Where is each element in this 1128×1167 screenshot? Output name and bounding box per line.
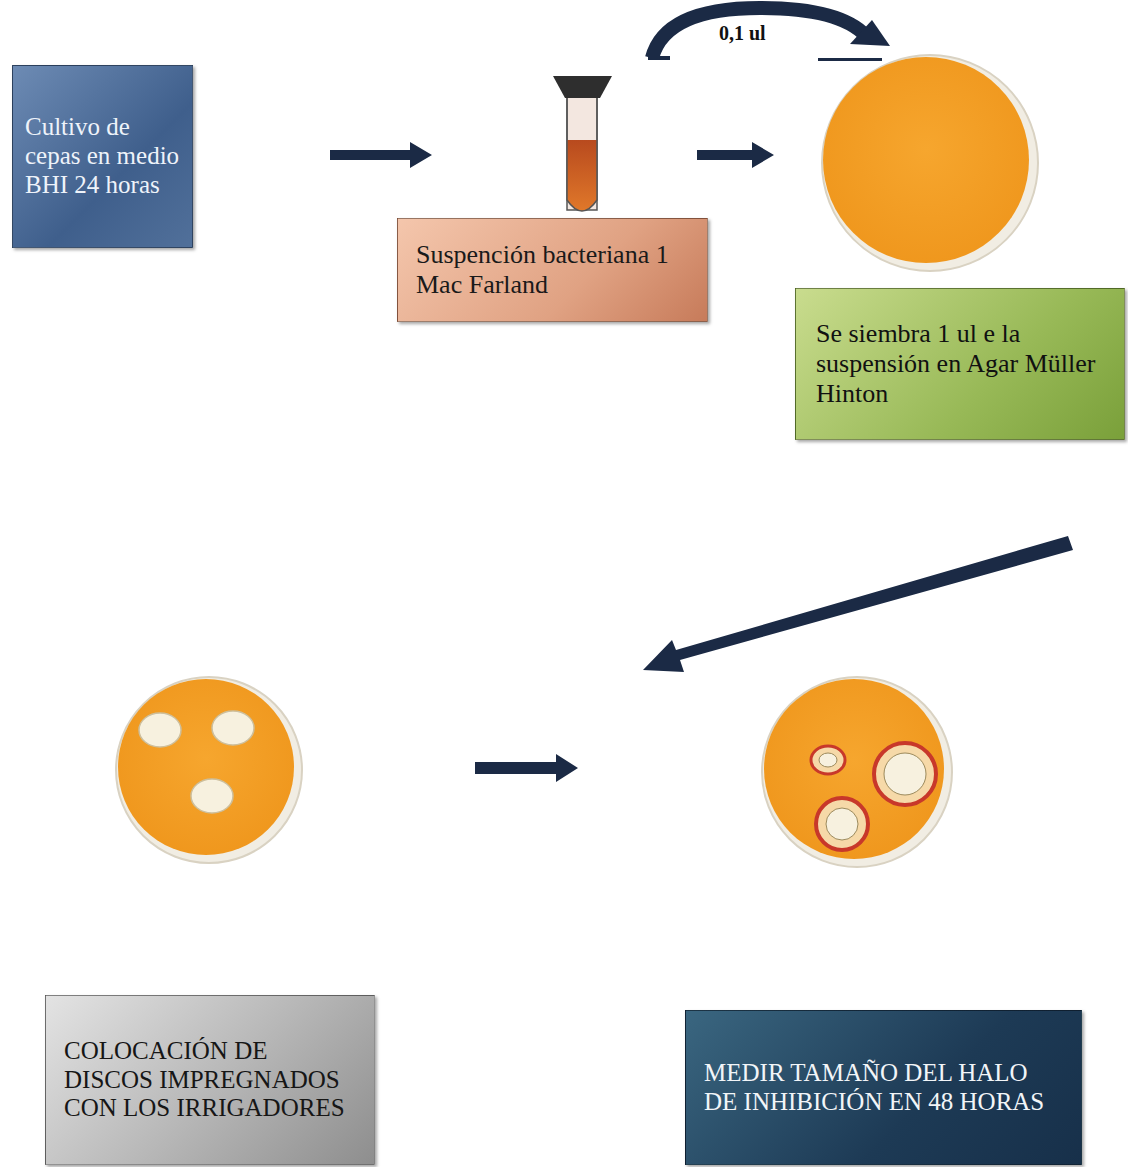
process-box: MEDIR TAMAÑO DEL HALO DE INHIBICIÓN EN 4… xyxy=(685,1010,1082,1165)
test-tube xyxy=(553,76,612,211)
box-text: COLOCACIÓN DE DISCOS IMPREGNADOS CON LOS… xyxy=(64,1037,356,1123)
petri-dish-discs xyxy=(116,677,302,863)
process-box: Cultivo de cepas en medio BHI 24 horas xyxy=(12,65,193,248)
box-text: MEDIR TAMAÑO DEL HALO DE INHIBICIÓN EN 4… xyxy=(704,1059,1063,1117)
volume-label: 0,1 ul xyxy=(716,22,769,45)
box-text: Cultivo de cepas en medio BHI 24 horas xyxy=(25,113,180,199)
text-group: MEDIR TAMAÑO DEL HALO DE INHIBICIÓN EN 4… xyxy=(704,1059,1063,1117)
text-group: COLOCACIÓN DE DISCOS IMPREGNADOS CON LOS… xyxy=(64,1037,356,1123)
process-box: Suspención bacteriana 1 Mac Farland xyxy=(397,218,708,322)
petri-dish-halos xyxy=(762,677,952,867)
box-text: Se siembra 1 ul e la suspensión en Agar … xyxy=(816,319,1104,409)
process-box: Se siembra 1 ul e la suspensión en Agar … xyxy=(795,288,1125,440)
flow-arrow xyxy=(475,754,578,782)
process-box: COLOCACIÓN DE DISCOS IMPREGNADOS CON LOS… xyxy=(45,995,375,1165)
petri-dish xyxy=(822,55,1038,271)
flow-arrow xyxy=(643,536,1073,672)
flow-arrow xyxy=(330,142,432,168)
text-group: Suspención bacteriana 1 Mac Farland xyxy=(416,240,689,300)
text-group: Cultivo de cepas en medio BHI 24 horas xyxy=(25,113,180,199)
text-group: Se siembra 1 ul e la suspensión en Agar … xyxy=(816,319,1104,409)
curved-arrow xyxy=(648,8,890,61)
flow-arrow xyxy=(697,142,774,168)
box-text: Suspención bacteriana 1 Mac Farland xyxy=(416,240,689,300)
